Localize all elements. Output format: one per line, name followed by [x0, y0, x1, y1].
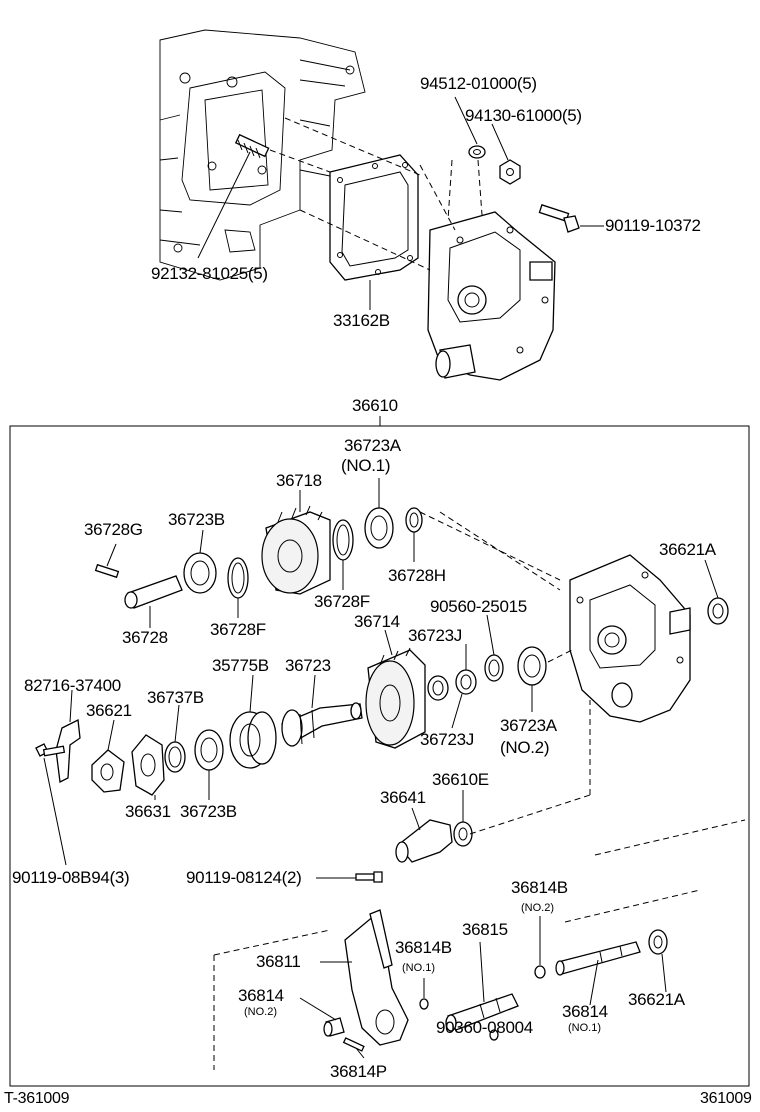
label-36814p: 36814P: [330, 1062, 387, 1081]
label-36621: 36621: [86, 701, 132, 720]
label-90119-08124: 90119-08124(2): [186, 868, 302, 887]
label-36814b-no2: 36814B: [511, 878, 568, 897]
shaft-36814-no1-drawing: [555, 941, 641, 976]
label-94512: 94512-01000(5): [420, 74, 537, 93]
fasteners-top-drawing: [468, 145, 580, 233]
pin-36814p-drawing: [342, 1037, 365, 1052]
label-36814b-no1: 36814B: [395, 938, 452, 957]
label-36815: 36815: [462, 920, 508, 939]
label-36723b-top: 36723B: [168, 510, 225, 529]
plug-36814-no2-drawing: [323, 1017, 345, 1037]
label-90360: 90360-08004: [436, 1018, 533, 1037]
footer-right-code: 361009: [700, 1090, 752, 1107]
label-36621a-top: 36621A: [659, 540, 716, 559]
transfer-case-main-drawing: [569, 554, 691, 723]
needle-bearing-a-drawing: [427, 675, 449, 701]
label-36631: 36631: [125, 802, 171, 821]
spacer-90560-drawing: [484, 654, 504, 682]
plug-90360-drawing: [489, 1029, 499, 1041]
ball-36814b-no2-drawing: [534, 965, 546, 979]
retainer-36621-drawing: [91, 749, 125, 793]
label-35775b: 35775B: [212, 656, 269, 675]
washer-36610e-drawing: [453, 821, 473, 847]
label-90119-08b94: 90119-08B94(3): [12, 868, 130, 887]
bolt-08b94-drawing: [35, 743, 66, 757]
label-36621a-bottom: 36621A: [628, 990, 685, 1009]
bearing-36723b-bottom-drawing: [194, 729, 224, 771]
label-36723j-bottom: 36723J: [420, 730, 474, 749]
seal-36621a-top-drawing: [707, 597, 729, 625]
label-36814-no1-sub: (NO.1): [568, 1022, 601, 1034]
label-36723b-bottom: 36723B: [180, 802, 237, 821]
bearing-36723a-no2-drawing: [517, 646, 547, 686]
label-36728g: 36728G: [84, 520, 143, 539]
label-94130: 94130-61000(5): [465, 106, 582, 125]
top-leader-lines: [197, 96, 604, 310]
alignment-dashes: [419, 511, 746, 856]
label-36723a-no2-sub: (NO.2): [500, 738, 550, 757]
washer-36728h-drawing: [405, 507, 423, 533]
label-33162b: 33162B: [333, 311, 390, 330]
label-36714: 36714: [354, 612, 400, 631]
shaft-36728-drawing: [124, 575, 183, 609]
transfer-case-top-drawing: [427, 211, 556, 381]
label-36728f-left: 36728F: [210, 620, 266, 639]
needle-bearing-b-drawing: [455, 669, 477, 695]
label-36723: 36723: [285, 656, 331, 675]
label-36723a-no1-sub: (NO.1): [341, 456, 391, 475]
shaft-36723-drawing: [281, 702, 363, 747]
gear-36718-drawing: [261, 505, 331, 595]
seal-36621a-bottom-drawing: [648, 929, 668, 955]
label-36811: 36811: [256, 952, 301, 971]
snap-ring-right-drawing: [332, 519, 354, 561]
label-36814-no2-sub: (NO.2): [244, 1006, 277, 1018]
ball-36814b-no1-drawing: [419, 998, 429, 1010]
label-36723j-top: 36723J: [408, 626, 462, 645]
label-36728f-right: 36728F: [314, 592, 370, 611]
label-36610e: 36610E: [432, 770, 489, 789]
label-36610: 36610: [352, 396, 398, 415]
label-36814b-no1-sub: (NO.1): [402, 962, 435, 974]
shift-fork-subgroup-outline: [213, 889, 701, 1070]
label-36737b: 36737B: [147, 688, 204, 707]
bracket-82716-drawing: [55, 719, 81, 783]
snap-ring-left-drawing: [227, 557, 249, 599]
ring-36737b-drawing: [164, 741, 186, 773]
label-90560: 90560-25015: [430, 597, 527, 616]
bearing-36723a-no1-drawing: [364, 507, 394, 549]
label-36723a-no1: 36723A: [344, 436, 401, 455]
label-36814b-no2-sub: (NO.2): [521, 902, 554, 914]
label-36718: 36718: [276, 471, 322, 490]
label-90119-10372: 90119-10372: [605, 216, 701, 235]
label-82716: 82716-37400: [24, 676, 121, 695]
label-36641: 36641: [380, 788, 426, 807]
shaft-36815-drawing: [445, 993, 519, 1032]
label-36814-no1: 36814: [562, 1002, 608, 1021]
label-36728h: 36728H: [388, 566, 446, 585]
fork-36811-drawing: [344, 909, 409, 1046]
label-36814-no2: 36814: [238, 986, 284, 1005]
engine-block-drawing: [159, 29, 366, 281]
sleeve-35775b-drawing: [229, 711, 277, 769]
footer-left-code: T-361009: [4, 1090, 70, 1107]
label-92132: 92132-81025(5): [151, 264, 268, 283]
gear-36714-drawing: [365, 647, 426, 749]
label-36728: 36728: [122, 628, 168, 647]
gasket-drawing: [329, 154, 419, 281]
bolt-08124-drawing: [355, 871, 383, 883]
bearing-36723b-top-drawing: [183, 552, 217, 594]
housing-36641-drawing: [395, 819, 453, 863]
pin-drawing: [94, 563, 120, 579]
stud-bolt-drawing: [234, 133, 270, 159]
label-36723a-no2: 36723A: [500, 716, 557, 735]
plate-36631-drawing: [131, 734, 165, 796]
